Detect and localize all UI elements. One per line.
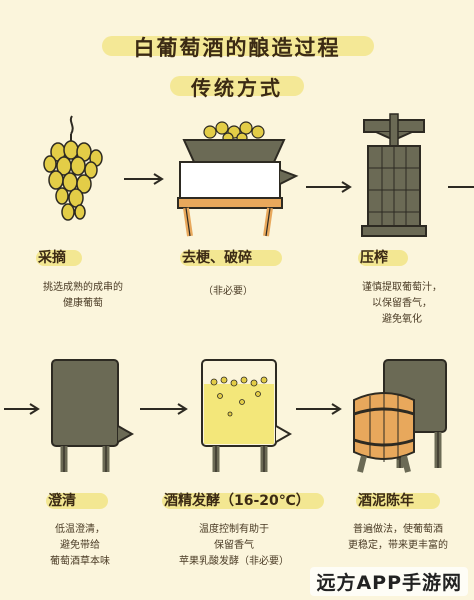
step-desc-crushing: （非必要） [203,286,253,297]
step-label-clarification: 澄清 [48,493,76,509]
step-label-lees-aging: 酒泥陈年 [358,493,414,509]
arrow-icon [306,181,352,193]
watermark: 远方APP手游网 [310,567,468,596]
title-highlight [102,36,374,56]
wine-press-icon [361,113,427,237]
step-highlight [180,250,282,266]
step-desc-clarification: 低温澄清，避免带给葡萄酒草本味 [50,524,110,567]
step-desc-fermentation: 温度控制有助于保留香气苹果乳酸发酵（非必要） [179,524,289,567]
arrow-icon [448,186,474,188]
step-desc-lees-aging: 普遍做法，使葡萄酒更稳定，带来更丰富的 [348,524,448,551]
arrow-icon [124,173,164,185]
step-highlight [356,493,440,509]
settling-tank-icon [51,359,135,472]
crusher-machine-icon [177,121,299,237]
step-highlight [46,493,108,509]
arrow-icon [4,403,40,415]
step-label-harvest: 采摘 [38,250,66,266]
step-highlight [162,493,324,509]
step-label-pressing: 压榨 [360,250,388,266]
step-desc-pressing: 谨慎提取葡萄汁，以保留香气，避免氧化 [362,282,442,325]
step-label-fermentation: 酒精发酵（16-20℃） [164,493,310,509]
page-title: 白葡萄酒的酿造过程 [133,36,341,60]
fermentation-tank-icon [201,359,293,472]
arrow-icon [140,403,188,415]
arrow-icon [296,403,342,415]
aging-barrel-icon [353,359,447,473]
subtitle-highlight [170,76,304,96]
page-subtitle: 传统方式 [191,76,283,100]
step-highlight [36,250,82,266]
step-desc-harvest: 挑选成熟的成串的健康葡萄 [43,282,123,309]
grape-cluster-icon [43,115,103,221]
step-highlight [358,250,408,266]
step-label-crushing: 去梗、破碎 [182,250,252,266]
